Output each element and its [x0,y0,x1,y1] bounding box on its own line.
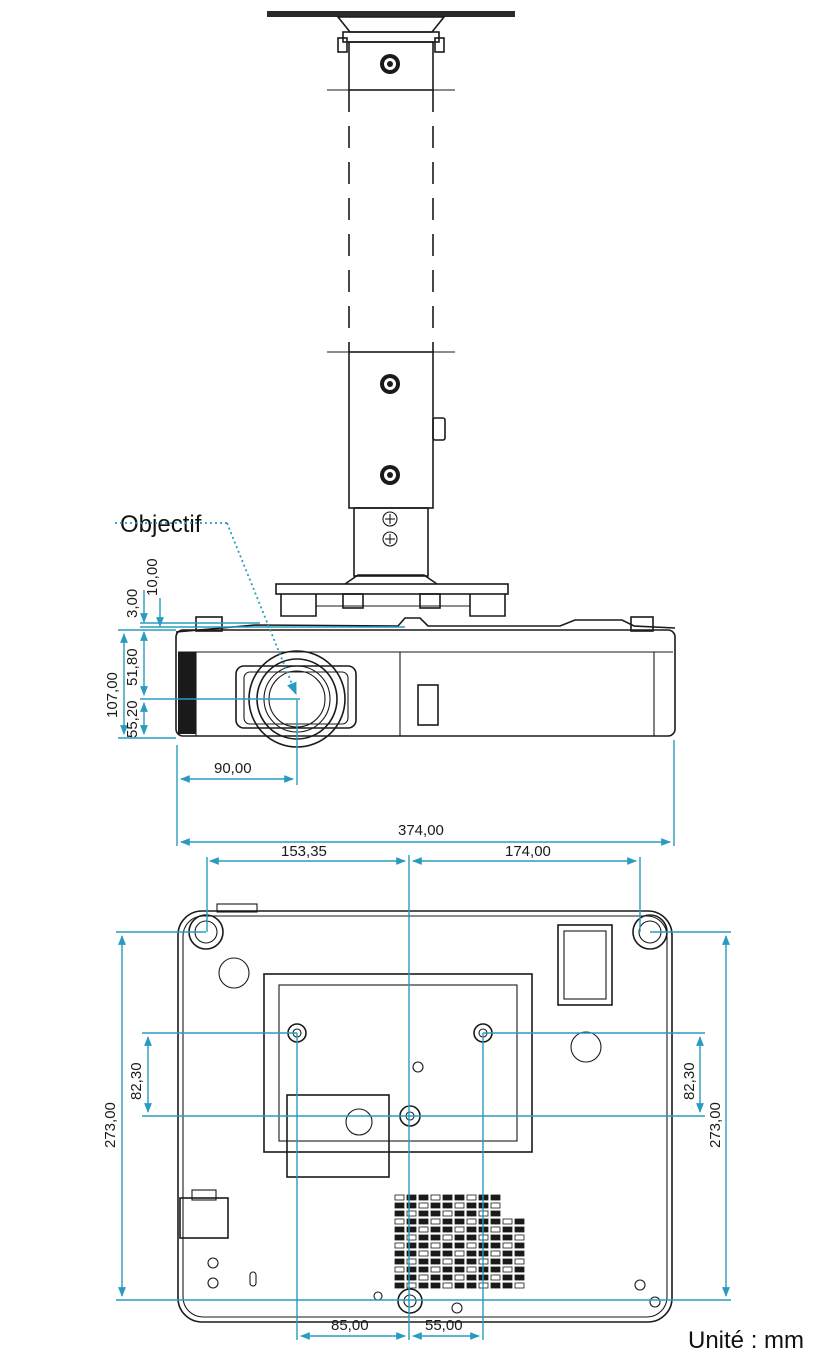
lens-callout: Objectif [115,511,297,696]
dim-hole-pitch-right: 82,30 [681,1062,698,1100]
dim-height-upper: 51,80 [124,648,141,686]
dim-bottom-left: 85,00 [331,1317,369,1334]
bottom-view-dimensions: 153,35 174,00 273,00 273,00 82,30 82,30 … [102,843,731,1340]
unit-label: Unité : mm [688,1327,804,1354]
mount-screw-icon [382,511,398,527]
dim-width-total: 374,00 [398,822,444,839]
mount-screw-icon [380,374,400,394]
dim-height-lower: 55,20 [124,700,141,738]
vent-grille [394,1194,525,1289]
mount-knob-icon [432,417,446,441]
dim-bottom-right: 55,00 [425,1317,463,1334]
foot-icon [397,1288,423,1314]
dim-lens-offset: 90,00 [214,760,252,777]
dim-left-span: 153,35 [281,843,327,860]
dim-right-span: 174,00 [505,843,551,860]
ir-sensor-icon [417,684,439,726]
front-view-dimensions: 3,00 10,00 51,80 107,00 55,20 90,00 374,… [104,558,675,846]
callout-leader [226,522,297,696]
dim-depth-right: 273,00 [707,1102,724,1148]
dim-height-total: 107,00 [104,672,121,718]
dim-hole-pitch-left: 82,30 [128,1062,145,1100]
dim-top-gap-a: 3,00 [124,589,141,618]
lens-callout-label: Objectif [120,511,202,538]
mount-screw-icon [380,54,400,74]
dim-top-gap-b: 10,00 [144,558,161,596]
projector-front-view [175,616,676,748]
projector-bottom-view [177,903,673,1323]
ceiling-mount [267,11,515,617]
dim-depth-left: 273,00 [102,1102,119,1148]
mount-screw-icon [380,465,400,485]
mount-screw-icon [382,531,398,547]
